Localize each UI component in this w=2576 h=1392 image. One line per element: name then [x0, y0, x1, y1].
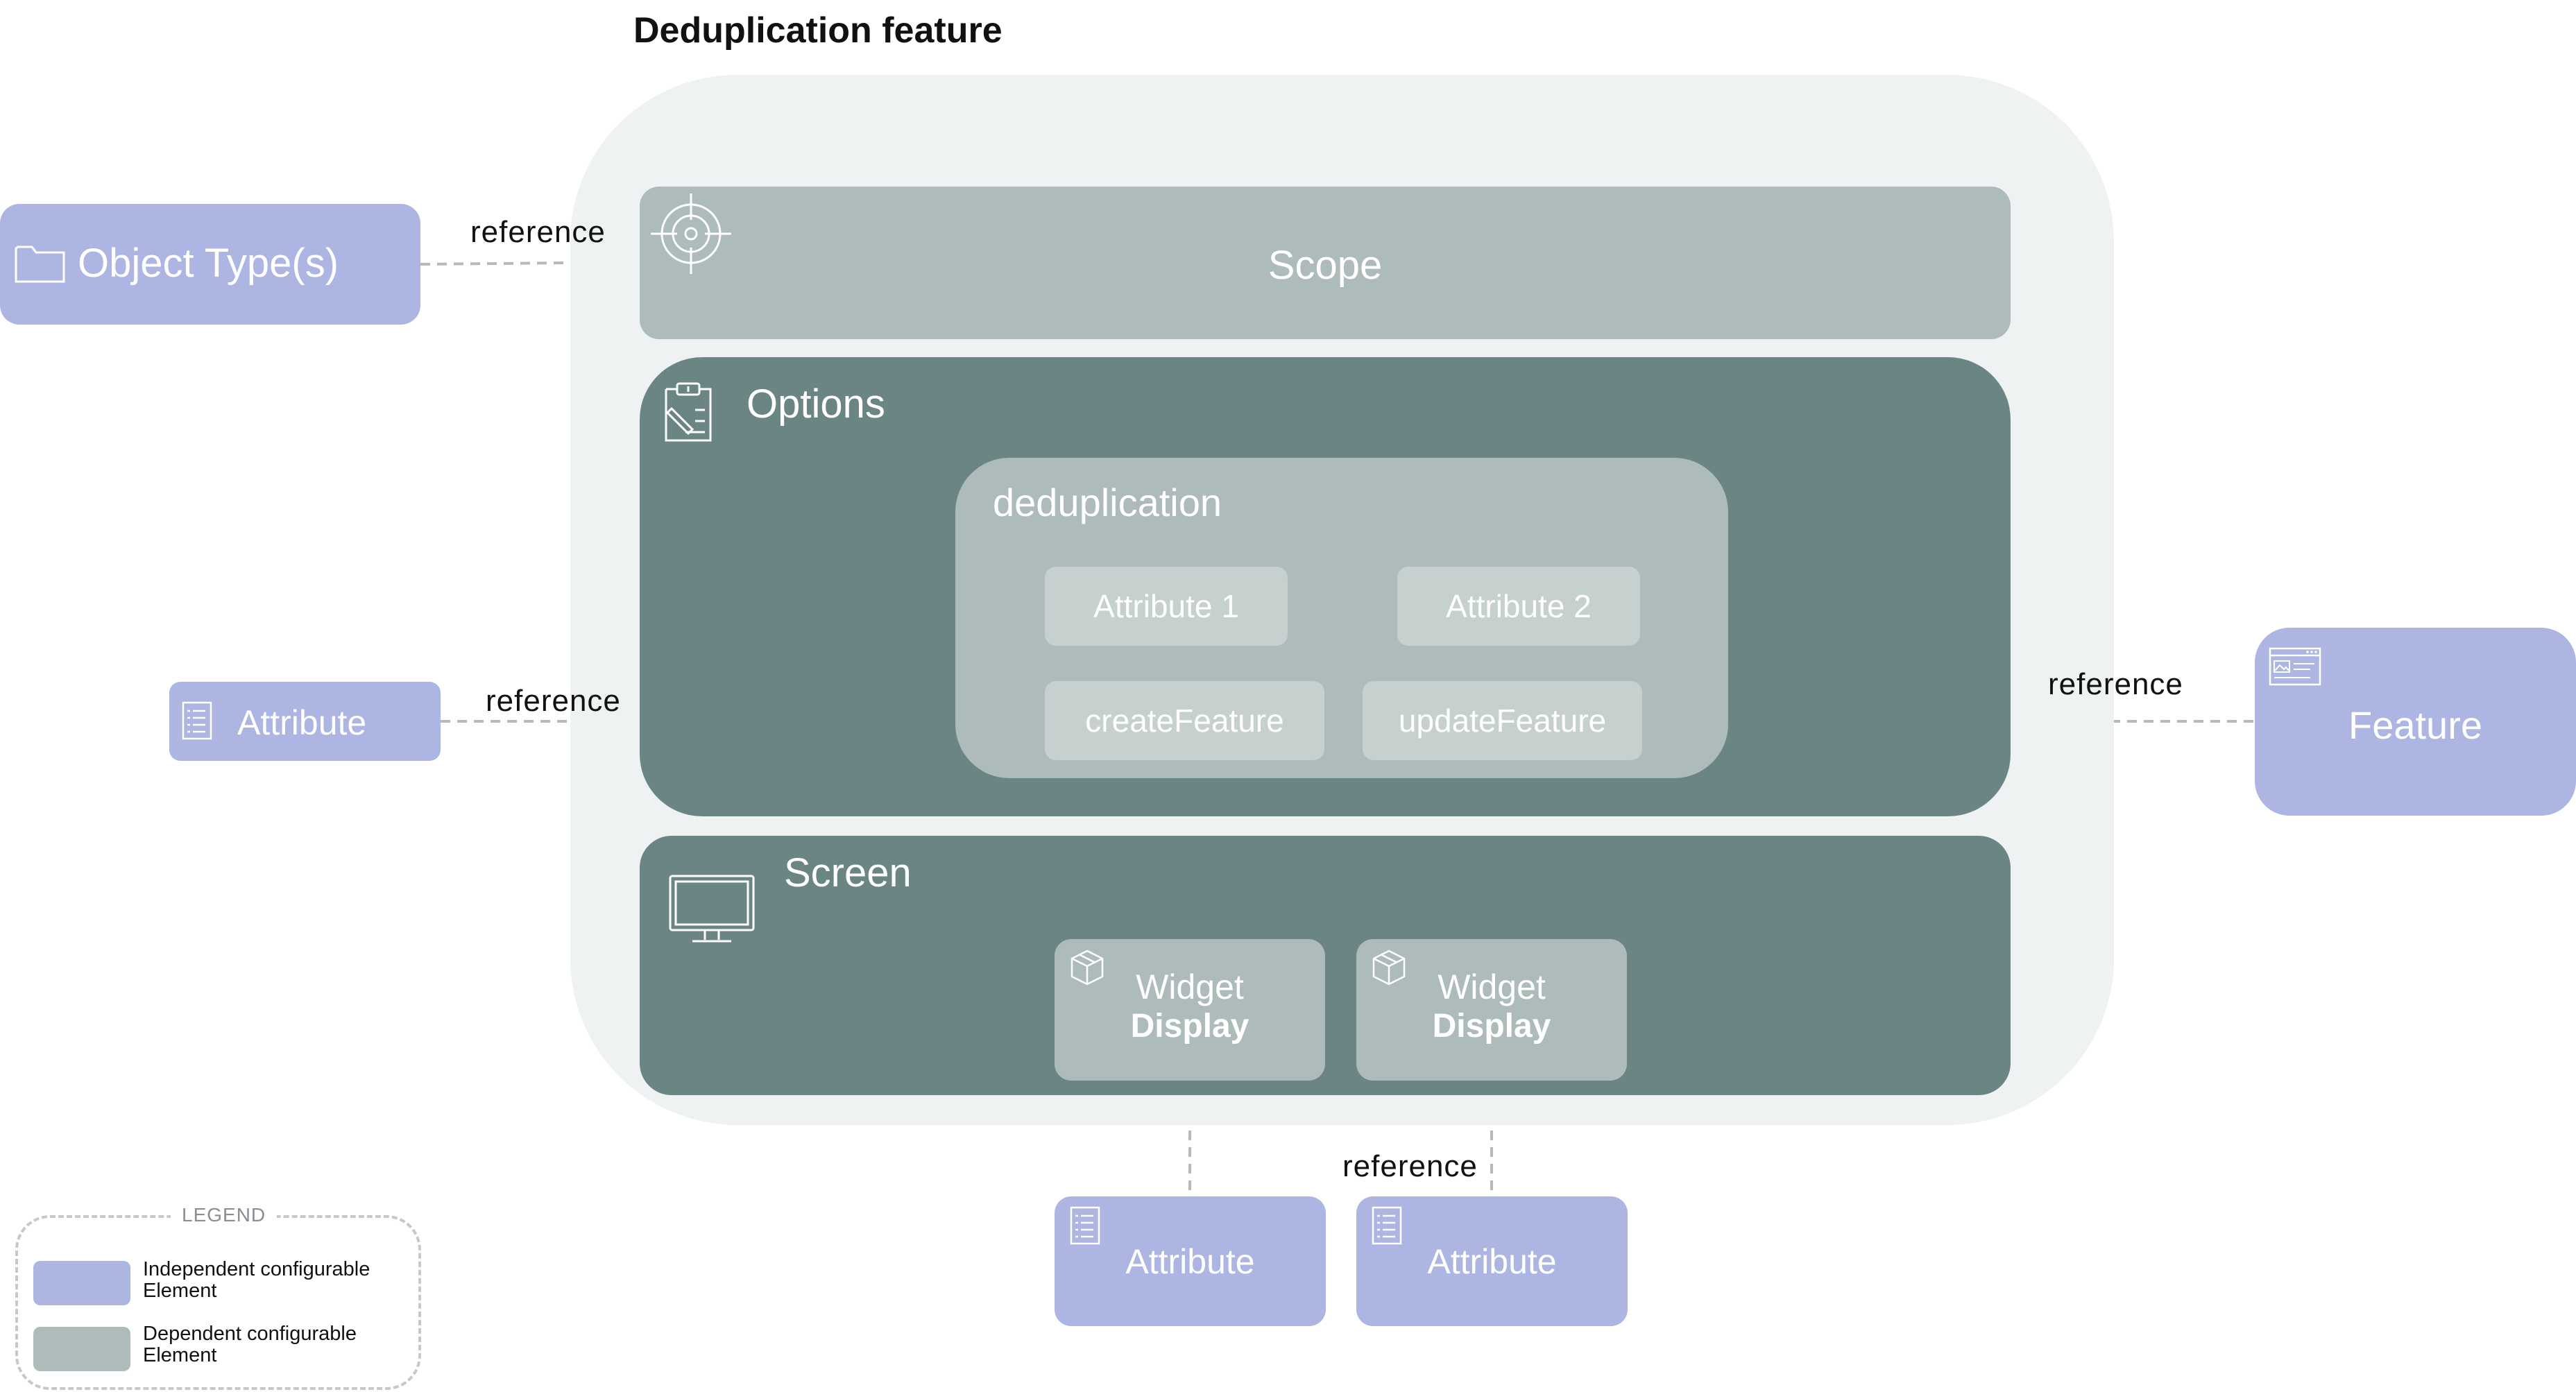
- attribute-node-bottom-1[interactable]: Attribute: [1055, 1196, 1326, 1326]
- widget-2-title: Widget: [1438, 968, 1546, 1006]
- legend-dependent-swatch: [33, 1327, 130, 1371]
- attribute-1-option[interactable]: Attribute 1: [1045, 567, 1288, 646]
- browser-window-icon: [2269, 647, 2321, 686]
- widget-2-subtitle: Display: [1432, 1008, 1551, 1045]
- attribute-reference-label: reference: [486, 684, 621, 718]
- screen-label: Screen: [784, 850, 912, 895]
- feature-node[interactable]: Feature: [2255, 628, 2576, 816]
- target-icon: [651, 194, 731, 274]
- feature-label: Feature: [2348, 703, 2482, 747]
- attribute-left-label: Attribute: [237, 703, 367, 742]
- object-types-reference-label: reference: [470, 215, 606, 249]
- clipboard-icon: [665, 382, 712, 442]
- update-feature-option[interactable]: updateFeature: [1363, 681, 1642, 760]
- scope-block[interactable]: Scope: [640, 187, 2011, 339]
- legend-title: LEGEND: [171, 1204, 278, 1226]
- list-icon: [182, 701, 212, 740]
- screen-block[interactable]: Screen Widget Display Widget Display: [640, 836, 2011, 1095]
- attribute-bottom-2-label: Attribute: [1427, 1241, 1557, 1281]
- bottom-reference-label: reference: [1342, 1149, 1478, 1183]
- list-icon: [1372, 1206, 1402, 1245]
- attribute-bottom-1-label: Attribute: [1125, 1241, 1255, 1281]
- widget-display-1[interactable]: Widget Display: [1055, 939, 1325, 1081]
- options-label: Options: [747, 381, 885, 427]
- legend-dependent-text: Dependent configurable Element: [143, 1323, 357, 1366]
- widget-1-subtitle: Display: [1130, 1008, 1249, 1045]
- feature-reference-label: reference: [2048, 667, 2183, 701]
- attribute-2-option[interactable]: Attribute 2: [1397, 567, 1640, 646]
- object-types-node[interactable]: Object Type(s): [0, 204, 420, 325]
- object-types-label: Object Type(s): [78, 241, 339, 286]
- create-feature-option[interactable]: createFeature: [1045, 681, 1324, 760]
- legend-independent-swatch: [33, 1261, 130, 1305]
- attribute-node-bottom-2[interactable]: Attribute: [1356, 1196, 1628, 1326]
- box-icon: [1071, 950, 1104, 986]
- list-icon: [1070, 1206, 1100, 1245]
- box-icon: [1372, 950, 1406, 986]
- scope-label: Scope: [1268, 242, 1383, 288]
- deduplication-group[interactable]: deduplication Attribute 1 Attribute 2 cr…: [955, 458, 1728, 778]
- widget-1-title: Widget: [1136, 968, 1244, 1006]
- monitor-icon: [669, 875, 755, 943]
- options-block[interactable]: Options deduplication Attribute 1 Attrib…: [640, 357, 2011, 816]
- deduplication-label: deduplication: [993, 481, 1222, 524]
- widget-display-2[interactable]: Widget Display: [1356, 939, 1627, 1081]
- attribute-node-left[interactable]: Attribute: [169, 682, 441, 761]
- legend-independent-text: Independent configurable Element: [143, 1258, 370, 1302]
- diagram-title: Deduplication feature: [633, 10, 1003, 51]
- folder-icon: [15, 246, 65, 283]
